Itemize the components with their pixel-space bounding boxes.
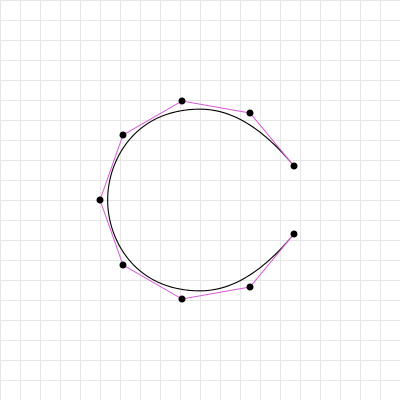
- spline-curve: [107, 108, 295, 292]
- control-points: [96, 97, 298, 303]
- control-point-6[interactable]: [119, 261, 127, 269]
- control-point-5[interactable]: [96, 196, 104, 204]
- control-point-1[interactable]: [290, 162, 298, 170]
- control-point-2[interactable]: [246, 109, 254, 117]
- control-point-8[interactable]: [246, 283, 254, 291]
- control-point-9[interactable]: [290, 230, 298, 238]
- control-point-3[interactable]: [178, 97, 186, 105]
- control-point-7[interactable]: [178, 295, 186, 303]
- control-point-4[interactable]: [119, 131, 127, 139]
